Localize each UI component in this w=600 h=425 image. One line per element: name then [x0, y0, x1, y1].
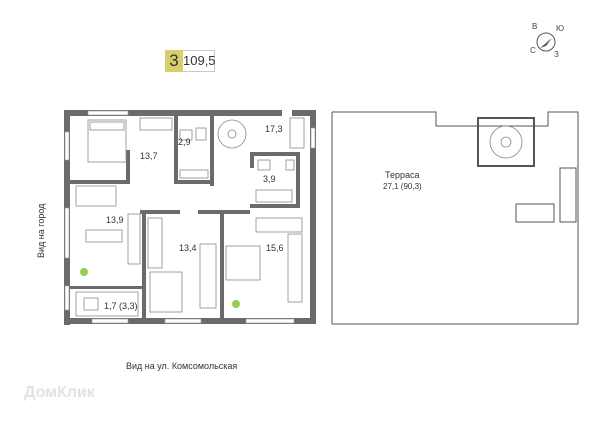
- room-label-bath-1: 2,9: [178, 137, 191, 147]
- watermark: ДомКлик: [24, 384, 95, 401]
- plant-icons: [80, 268, 240, 308]
- room-label-bedroom-1: 13,7: [140, 151, 158, 161]
- compass-letter-e: Ю: [556, 24, 565, 33]
- furniture: [75, 117, 305, 317]
- room-label-bath-2: 3,9: [263, 174, 276, 184]
- view-bottom-caption: Вид на ул. Комсомольская: [126, 361, 238, 371]
- compass-icon: [536, 32, 556, 52]
- compass-letter-s: З: [554, 50, 559, 59]
- total-area-badge: 109,5: [183, 50, 216, 72]
- terrace-area: 27,1 (90,3): [383, 182, 422, 191]
- compass-letter-w: С: [530, 46, 536, 55]
- room-label-hall: 17,3: [265, 124, 283, 134]
- rooms-count-badge: 3: [165, 50, 183, 72]
- room-label-bedroom-3: 13,4: [179, 243, 197, 253]
- terrace: [331, 111, 579, 325]
- compass-letter-n: В: [532, 22, 538, 31]
- room-label-bedroom-2: 13,9: [106, 215, 124, 225]
- interior-walls: [70, 116, 300, 318]
- view-left-caption: Вид на город: [36, 203, 46, 258]
- terrace-label: Терраса: [385, 170, 420, 180]
- windows: [64, 110, 316, 324]
- room-label-kitchen: 15,6: [266, 243, 284, 253]
- room-label-balcony: 1,7 (3,3): [104, 301, 138, 311]
